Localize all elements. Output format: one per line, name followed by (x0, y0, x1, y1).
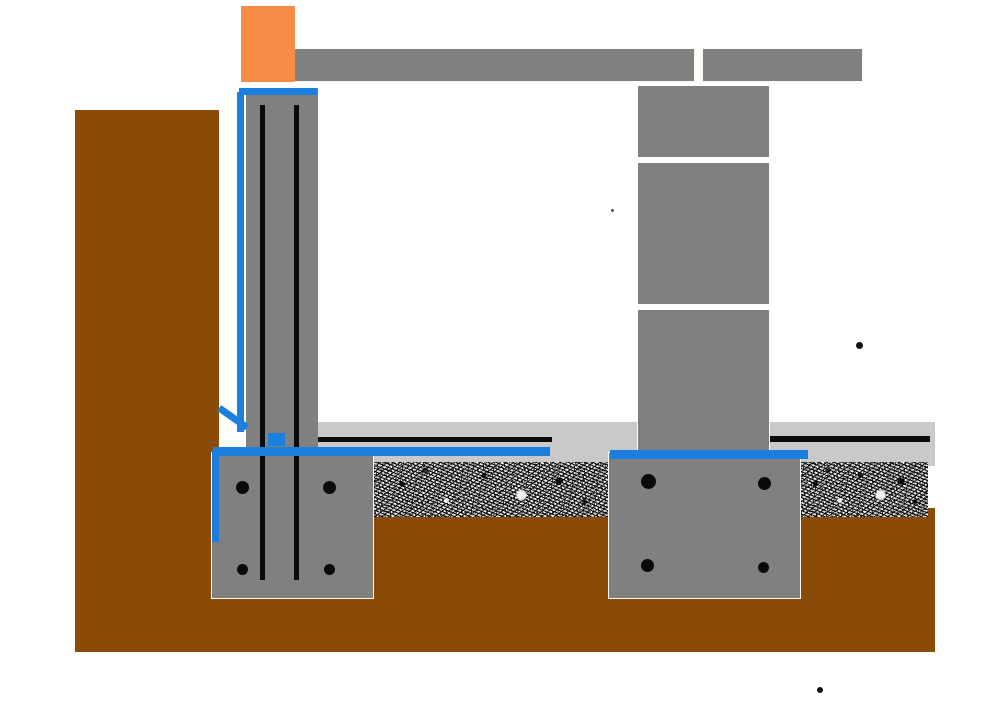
footing-rebar-dot (758, 477, 771, 490)
footing-rebar-dot (641, 474, 656, 489)
footing-rebar-dot (641, 559, 654, 572)
soil-under-slab-left-bay (374, 510, 608, 652)
soil-under-slab-right-bay (800, 508, 935, 652)
membrane-right-footing-top (610, 450, 808, 459)
slab-reinforcement-line-left (310, 437, 552, 442)
wall-rebar-inner (260, 105, 265, 580)
membrane-left-footing-downturn (212, 450, 219, 542)
stray-mark-mid-icon (611, 209, 614, 212)
stray-mark-right-icon (856, 342, 863, 349)
footing-rebar-dot (236, 481, 249, 494)
footing-rebar-dot (323, 481, 336, 494)
floor-beam-right-span (702, 48, 863, 82)
column-block-lower (637, 309, 770, 457)
wall-rebar-outer (294, 105, 299, 580)
stray-mark-bottom-icon (817, 687, 823, 693)
slab-reinforcement-line-right (770, 436, 930, 442)
column-block-middle (637, 162, 770, 305)
insulation-thermal-break-block (241, 6, 295, 82)
membrane-wall-chamfer (217, 405, 250, 431)
retaining-wall-stem (246, 88, 318, 456)
gravel-sub-base-right-bay (800, 462, 928, 517)
column-block-upper (637, 85, 770, 158)
membrane-left-footing-top (213, 447, 550, 456)
waterstop-detail (268, 433, 285, 446)
footing-rebar-dot (758, 562, 769, 573)
left-strip-footing (211, 452, 374, 599)
gravel-sub-base-left-bay (374, 462, 608, 517)
footing-rebar-dot (237, 564, 248, 575)
footing-rebar-dot (324, 564, 335, 575)
membrane-wall-head-cap (239, 88, 317, 95)
floor-beam-left-span (293, 48, 695, 82)
right-pad-footing (608, 452, 801, 599)
membrane-wall-vertical (237, 92, 244, 432)
